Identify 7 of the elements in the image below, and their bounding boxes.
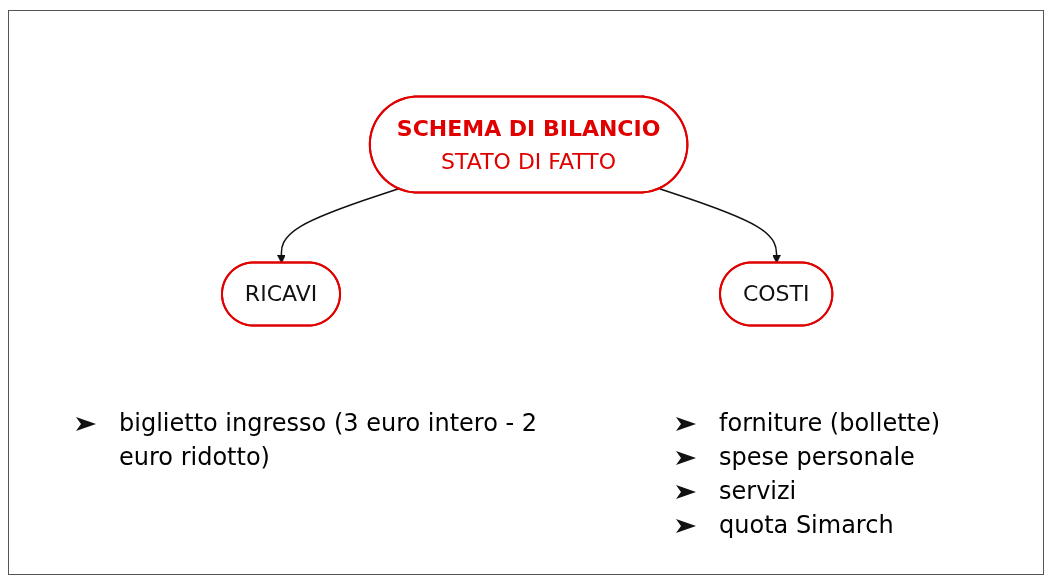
- list-item: biglietto ingresso (3 euro intero - 2 euro ridotto): [119, 408, 539, 473]
- arrow: [658, 188, 781, 264]
- list-item: spese personale: [719, 442, 915, 473]
- list-item: servizi: [719, 476, 797, 507]
- arrow: [276, 188, 400, 264]
- list-item: forniture (bollette): [719, 408, 941, 439]
- list-item: quota Simarch: [719, 510, 894, 541]
